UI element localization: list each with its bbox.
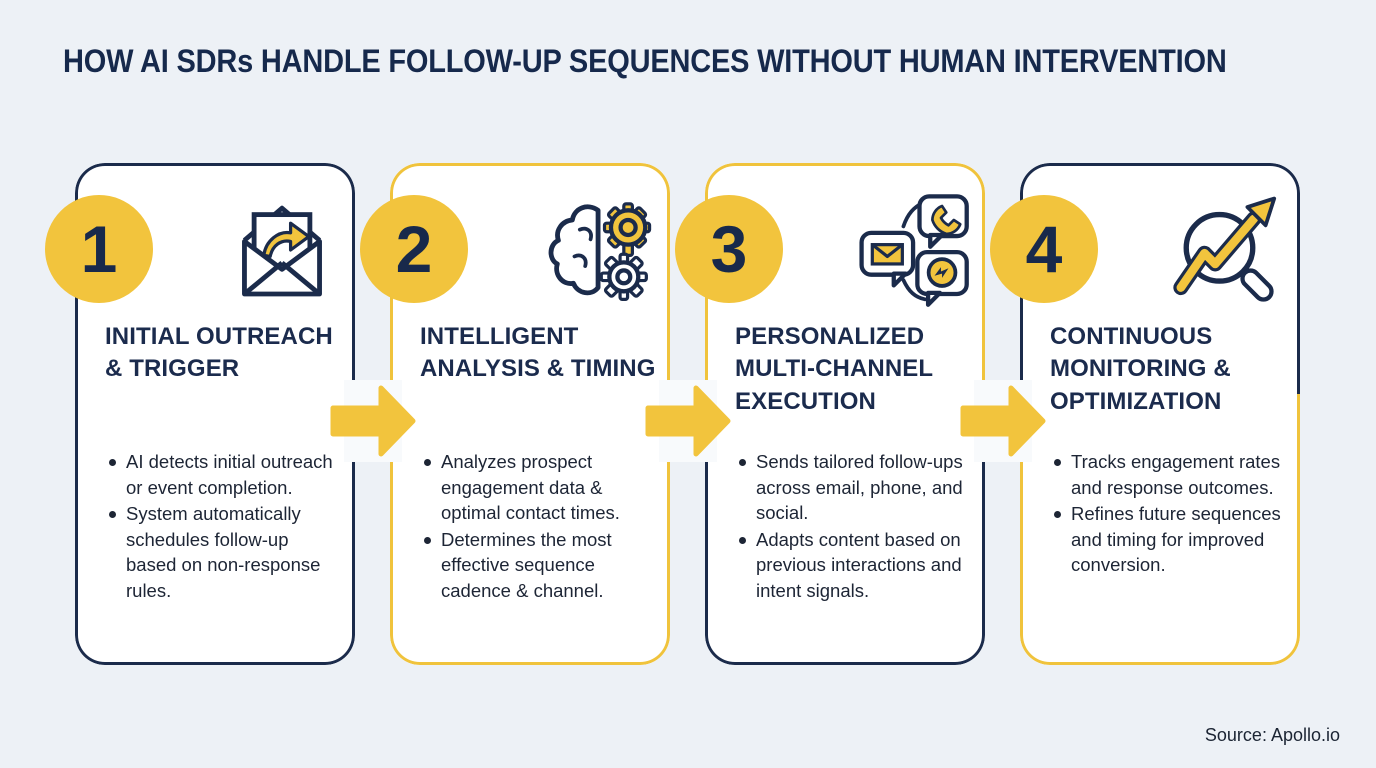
step-title: INTELLIGENT ANALYSIS & TIMING bbox=[420, 323, 656, 383]
step-bullet-list: Analyzes prospect engagement data & opti… bbox=[420, 449, 654, 604]
step-bullet-list: Tracks engagement rates and response out… bbox=[1050, 449, 1284, 579]
bullet-item: Refines future sequences and timing for … bbox=[1050, 501, 1284, 578]
step-title: INITIAL OUTREACH & TRIGGER bbox=[105, 323, 333, 383]
step-card-3: 3 bbox=[675, 163, 985, 665]
step-number: 4 bbox=[1025, 212, 1063, 286]
step-4-number-badge: 4 bbox=[990, 195, 1098, 303]
step-bullet-list: Sends tailored follow-ups across email, … bbox=[735, 449, 969, 604]
page-title: HOW AI SDRs HANDLE FOLLOW-UP SEQUENCES W… bbox=[63, 44, 1227, 80]
email-bubble bbox=[859, 230, 916, 288]
step-bullet-list: AI detects initial outreach or event com… bbox=[105, 449, 339, 604]
step-card-1: 1 INITIAL OUTREACH & TRIGGER AI detects … bbox=[45, 163, 355, 665]
bullet-item: Adapts content based on previous interac… bbox=[735, 527, 969, 604]
phone-bubble bbox=[917, 194, 969, 249]
step-1-number-badge: 1 bbox=[45, 195, 153, 303]
step-number: 2 bbox=[395, 212, 433, 286]
gear-small bbox=[599, 252, 648, 301]
brain-gears-icon bbox=[538, 191, 656, 309]
bullet-item: Analyzes prospect engagement data & opti… bbox=[420, 449, 654, 526]
bullet-item: AI detects initial outreach or event com… bbox=[105, 449, 339, 500]
envelope-share-icon bbox=[223, 191, 341, 309]
magnifier-growth-icon bbox=[1168, 191, 1286, 309]
arrow-right-icon bbox=[329, 383, 417, 459]
bullet-item: Tracks engagement rates and response out… bbox=[1050, 449, 1284, 500]
step-card-4: 4 CONTINUOUS MONITORING & OPTIMIZATION T… bbox=[990, 163, 1300, 665]
bullet-item: Determines the most effective sequence c… bbox=[420, 527, 654, 604]
step-card-2: 2 bbox=[360, 163, 670, 665]
messenger-bubble bbox=[915, 250, 969, 307]
bullet-item: Sends tailored follow-ups across email, … bbox=[735, 449, 969, 526]
step-number: 3 bbox=[710, 212, 748, 286]
step-2-number-badge: 2 bbox=[360, 195, 468, 303]
step-title: PERSONALIZED MULTI-CHANNEL EXECUTION bbox=[735, 323, 933, 415]
step-3-number-badge: 3 bbox=[675, 195, 783, 303]
source-credit: Source: Apollo.io bbox=[1204, 725, 1340, 745]
gear-large bbox=[602, 202, 652, 257]
arrow-right-icon bbox=[959, 383, 1047, 459]
multi-channel-chat-icon bbox=[853, 191, 971, 309]
step-title: CONTINUOUS MONITORING & OPTIMIZATION bbox=[1050, 323, 1231, 415]
arrow-right-icon bbox=[644, 383, 732, 459]
step-number: 1 bbox=[80, 212, 118, 286]
bullet-item: System automatically schedules follow-up… bbox=[105, 501, 339, 603]
